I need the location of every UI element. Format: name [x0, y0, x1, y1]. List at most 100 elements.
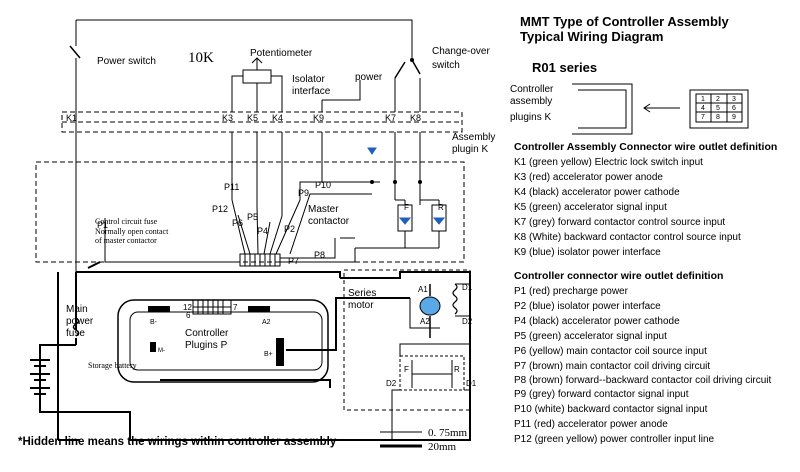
bplus-to-motor — [286, 297, 410, 351]
main-fuse-label-1: Main — [66, 304, 88, 315]
k-definition-item: K3 (red) accelerator power anode — [514, 172, 663, 183]
p-definition-item: P1 (red) precharge power — [514, 286, 628, 297]
p-pin-label: P12 — [212, 204, 228, 214]
fr-contactor-box — [399, 355, 465, 391]
plug-arrow — [643, 103, 680, 113]
plug-grid-lines — [696, 94, 742, 122]
plug-pin-number: 3 — [732, 96, 736, 103]
field-taps — [455, 283, 470, 317]
controller-plugins-label-2: Plugins P — [185, 340, 228, 351]
p-definition-item: P10 (white) backward contactor signal in… — [514, 404, 708, 415]
k-definition-item: K1 (green yellow) Electric lock switch i… — [514, 157, 703, 168]
p-definition-item: P8 (brown) forward--backward contactor c… — [514, 375, 772, 386]
terminal-a2 — [248, 306, 270, 312]
motor-terminal-label: D1 — [462, 283, 473, 292]
motor-terminal-label: A2 — [420, 317, 430, 326]
change-over-label: Change-over — [432, 46, 490, 57]
terminal-label: A2 — [262, 319, 271, 326]
p-fan-wires — [231, 181, 380, 255]
pot-value-label: 10K — [188, 50, 214, 66]
motor-terminal-label: D2 — [462, 317, 473, 326]
fuse-note-1: Control circuit fuse — [95, 217, 158, 226]
p-definition-item: P7 (brown) main contactor coil driving c… — [514, 361, 711, 372]
terminal-bminus — [148, 306, 170, 312]
p-pin-label: P8 — [314, 250, 325, 260]
switch-label: switch — [432, 60, 460, 71]
p-definition-item: P2 (blue) isolator power interface — [514, 301, 661, 312]
motor-a2-wire — [409, 298, 440, 329]
plug-pin-number: 7 — [701, 114, 705, 121]
assembly-dashed-box — [35, 161, 465, 263]
title-line-1: MMT Type of Controller Assembly — [520, 14, 729, 29]
backward-diode — [432, 217, 446, 225]
k-definition-section: Controller Assembly Connector wire outle… — [514, 141, 796, 260]
junction-dot-1 — [370, 180, 374, 184]
ground-bus — [129, 420, 344, 441]
potentiometer-label: Potentiometer — [250, 48, 313, 59]
title-line-2: Typical Wiring Diagram — [520, 29, 664, 44]
change-over-blades — [394, 59, 421, 79]
p-definition-section: Controller connector wire outlet definit… — [514, 270, 796, 447]
motor-terminal-label: A1 — [418, 285, 428, 294]
plug-6-label: 6 — [186, 311, 191, 320]
p-pin-label: P4 — [257, 226, 268, 236]
master-contactor-label-1: Master — [308, 204, 339, 215]
k-definition-item: K9 (blue) isolator power interface — [514, 247, 661, 258]
fuse-note-3: of master contactor — [95, 236, 157, 245]
p-connector-pins — [244, 254, 276, 266]
p1-wire — [104, 218, 240, 263]
p-pin-label: P6 — [232, 218, 243, 228]
legend-thin-label: 0. 75mm — [428, 427, 468, 439]
terminal-label: B+ — [264, 351, 273, 358]
p-pin-label: P11 — [224, 182, 239, 192]
plug-housing-inner — [578, 89, 627, 129]
plug-pin-number: 4 — [701, 105, 705, 112]
controller-plug-grid — [193, 300, 231, 314]
isolator-label: Isolator — [292, 74, 325, 85]
backward-coil-label: R — [438, 203, 444, 212]
plug-grid — [695, 93, 743, 123]
motor-terminal-label: R — [454, 365, 460, 374]
terminal-label: M- — [158, 348, 165, 354]
k-pin-label: K5 — [247, 113, 258, 123]
motor-terminal-label: D1 — [466, 379, 477, 388]
top-rail-wire — [76, 19, 413, 60]
p-pin-label: P9 — [298, 188, 309, 198]
plug-pin-number: 5 — [716, 105, 720, 112]
main-positive-bus — [76, 271, 341, 278]
k-pin-label: K4 — [272, 113, 283, 123]
p-definition-item: P5 (green) accelerator signal input — [514, 331, 667, 342]
contactor-feed-wires — [394, 132, 421, 205]
plug-12-label: 12 — [183, 303, 192, 312]
junction-dot-2 — [393, 180, 397, 184]
forward-diode — [398, 217, 412, 225]
motor-terminal-label: F — [404, 365, 409, 374]
k-definition-item: K4 (black) accelerator power cathode — [514, 187, 680, 198]
k-definition-item: K7 (grey) forward contactor control sour… — [514, 217, 726, 228]
interface-label: interface — [292, 86, 331, 97]
power-label: power — [355, 72, 383, 83]
series-motor-box — [343, 269, 471, 411]
k-pin-label: K1 — [66, 113, 77, 123]
potentiometer-wires — [231, 75, 283, 112]
terminal-m-minus — [150, 342, 156, 352]
master-contact-blade — [87, 261, 101, 269]
isolator-diode — [367, 147, 377, 155]
p-pin-label: P5 — [247, 212, 258, 222]
p-definition-item: P9 (grey) forward contactor signal input — [514, 389, 689, 400]
motor-terminal-label: D2 — [386, 379, 397, 388]
plug-housing — [572, 83, 633, 135]
change-over-wires — [394, 78, 421, 112]
field-winding — [452, 283, 458, 315]
p-pin-label: P7 — [288, 256, 299, 266]
plug-7-label: 7 — [233, 303, 238, 312]
k-pin-label: K7 — [385, 113, 396, 123]
junction-dot-3 — [418, 180, 422, 184]
footnote: *Hidden line means the wirings within co… — [18, 436, 337, 448]
assembly-plug-label-1: Assembly — [452, 132, 495, 143]
motor-armature — [419, 296, 441, 316]
potentiometer-body — [242, 69, 272, 84]
fr-wiring — [391, 343, 470, 440]
